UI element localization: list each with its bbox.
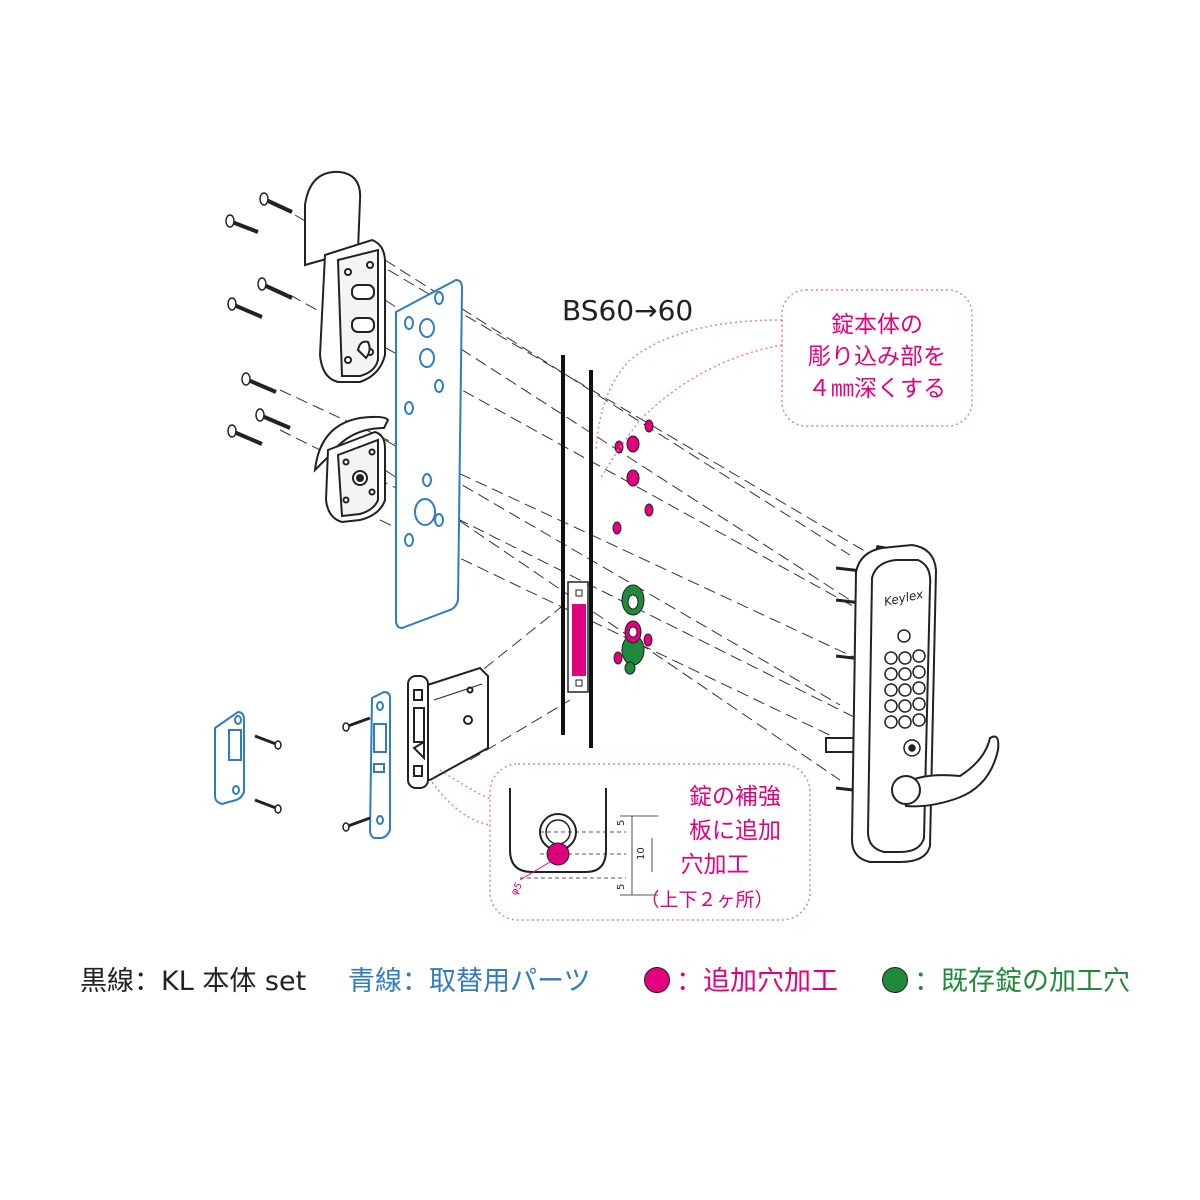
detail-dim-bot: 5 [616, 884, 627, 890]
screw-5 [241, 372, 277, 394]
existing-holes [613, 584, 653, 675]
screw-2 [259, 192, 293, 214]
dimension-label: BS60→60 [562, 294, 693, 327]
inside-thumbturn-unit [304, 170, 386, 383]
screw-3 [227, 297, 263, 319]
green-dot-icon [882, 967, 908, 993]
callout-top-line-2: 彫り込み部を [808, 344, 946, 370]
callout-top-line-3: ４㎜深くする [808, 376, 946, 402]
detail-dim-dia: φ5 [509, 881, 525, 898]
blue-faceplate [368, 690, 391, 839]
callout-top-line-1: 錠本体の [831, 312, 923, 338]
screw-1 [225, 214, 259, 234]
screw-6 [255, 408, 291, 430]
callout-bottom-line-4: （上下２ヶ所） [640, 889, 773, 911]
callout-bottom: 5 10 5 φ5 錠の補強 板に追加 穴加工 （上下２ヶ所） [431, 763, 811, 921]
blue-escutcheon-plate [395, 278, 464, 630]
detail-dim-top: 5 [616, 820, 627, 826]
legend-black: 黒線：KL 本体 set [80, 962, 306, 1002]
callout-bottom-line-2: 板に追加 [689, 818, 781, 844]
keypad-lock-unit: Keylex [825, 543, 1000, 863]
keypad-buttons [884, 629, 926, 757]
screw-7 [227, 424, 263, 446]
door-section [561, 355, 593, 748]
callout-bottom-line-3: 穴加工 [681, 852, 750, 878]
legend-magenta: ：追加穴加工 [644, 962, 838, 1002]
detail-dim-mid: 10 [636, 847, 647, 860]
added-holes [612, 419, 654, 535]
legend-magenta-label: ：追加穴加工 [676, 966, 838, 997]
lock-pocket-deepened [572, 604, 586, 676]
screw-4 [257, 277, 293, 300]
legend-blue: 青線：取替用パーツ [348, 962, 590, 1002]
screws-lower [254, 716, 371, 832]
legend-green-label: ：既存錠の加工穴 [914, 966, 1130, 997]
magenta-dot-icon [644, 967, 670, 993]
callout-top: 錠本体の 彫り込み部を ４㎜深くする [595, 289, 973, 481]
hole-detail [509, 788, 658, 896]
screws-upper [225, 192, 293, 446]
inside-lever-unit [313, 415, 390, 524]
mortise-lock-body [407, 666, 489, 789]
legend-green: ：既存錠の加工穴 [882, 962, 1130, 1002]
blue-strike-plate [214, 710, 245, 806]
callout-bottom-line-1: 錠の補強 [689, 784, 781, 810]
legend-black-label: 黒線：KL 本体 set [80, 966, 307, 997]
legend-blue-label: 青線：取替用パーツ [348, 966, 591, 997]
